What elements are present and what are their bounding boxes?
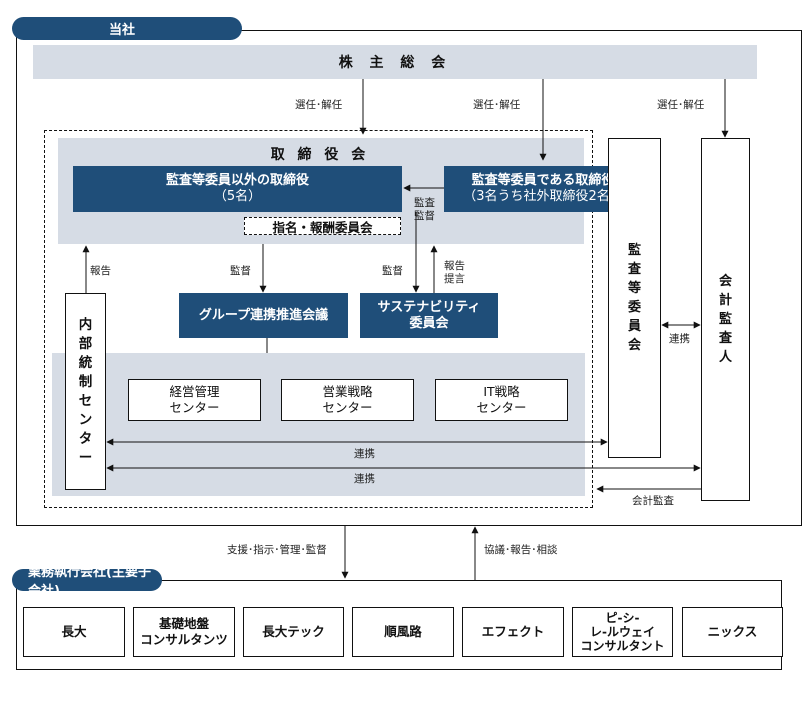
- subsidiary-name: 長大: [61, 624, 87, 639]
- subsidiary-kiso-jiban[interactable]: 基礎地盤 コンサルタンツ: [133, 607, 235, 657]
- internal-control-char: ー: [78, 449, 93, 466]
- subsidiary-pc-railway[interactable]: ピ-シ- レ-ルウェイ コンサルタント: [572, 607, 673, 657]
- audit-directors-line1: 監査等委員である取締役: [471, 173, 615, 188]
- shareholders-meeting: 株 主 総 会: [33, 45, 757, 79]
- it-strategy-center[interactable]: IT戦略 センター: [435, 379, 568, 421]
- group-council-label: グループ連携推進会議: [198, 307, 329, 323]
- subsidiary-chodai[interactable]: 長大: [23, 607, 125, 657]
- internal-control-char: 制: [78, 373, 93, 390]
- sustainability-line2: 委員会: [409, 315, 449, 331]
- accounting-auditor-char: 人: [718, 350, 732, 365]
- accounting-auditor-char: 計: [718, 293, 732, 308]
- internal-control-char: 統: [78, 354, 93, 371]
- audit-committee-char: 委: [627, 300, 641, 315]
- center-line1: 営業戦略: [322, 384, 373, 399]
- nomination-committee[interactable]: 指名・報酬委員会: [244, 217, 401, 235]
- sales-strategy-center[interactable]: 営業戦略 センター: [281, 379, 414, 421]
- label-consult-report: 協議･報告･相談: [484, 544, 558, 556]
- accounting-auditor-char: 査: [718, 331, 732, 346]
- center-line1: 経営管理: [169, 384, 220, 399]
- subsidiary-name: ピ-シ-: [605, 611, 640, 625]
- label-cooperation-2: 連携: [354, 473, 375, 485]
- subsidiary-name: ニックス: [707, 624, 758, 639]
- subsidiary-junpuro[interactable]: 順風路: [352, 607, 454, 657]
- subsidiary-name: 順風路: [384, 624, 422, 639]
- audit-committee-char: 査: [627, 262, 641, 277]
- audit-committee-char: 会: [627, 338, 641, 353]
- label-supervise-sust: 監督: [382, 265, 403, 277]
- non-audit-directors[interactable]: 監査等委員以外の取締役 （5名）: [73, 166, 402, 212]
- governance-boundary: [44, 130, 593, 508]
- audit-committee-char: 員: [627, 319, 641, 334]
- subsidiary-name: エフェクト: [481, 624, 545, 639]
- label-supervise-group: 監督: [230, 265, 251, 277]
- label-supervise: 監督: [414, 210, 435, 222]
- shareholders-meeting-title: 株 主 総 会: [338, 55, 452, 71]
- label-elect-dismiss-3: 選任･解任: [657, 99, 705, 111]
- center-line2: センター: [169, 400, 220, 415]
- board-title: 取 締 役 会: [270, 147, 370, 163]
- label-audit: 監査: [414, 197, 435, 209]
- internal-control-char: タ: [78, 430, 93, 447]
- internal-control-center[interactable]: 内 部 統 制 セ ン タ ー: [65, 293, 106, 490]
- label-cooperation-1: 連携: [354, 448, 375, 460]
- subsidiary-effect[interactable]: エフェクト: [462, 607, 564, 657]
- internal-control-char: セ: [78, 392, 93, 409]
- company-label: 当社: [12, 17, 242, 40]
- non-audit-directors-line2: （5名）: [213, 189, 262, 204]
- label-report: 報告: [444, 260, 465, 272]
- center-line2: センター: [322, 400, 373, 415]
- accounting-auditor[interactable]: 会 計 監 査 人: [701, 138, 750, 501]
- centers-panel: [52, 353, 585, 496]
- accounting-auditor-char: 監: [718, 312, 732, 327]
- internal-control-char: 部: [78, 335, 93, 352]
- label-accounting-audit: 会計監査: [632, 495, 674, 507]
- company-frame: [16, 30, 802, 526]
- accounting-auditor-char: 会: [718, 274, 732, 289]
- subsidiaries-label-text: 業務執行会社(主要子会社): [28, 565, 151, 599]
- center-line2: センター: [476, 400, 527, 415]
- subsidiary-nix[interactable]: ニックス: [682, 607, 783, 657]
- subsidiary-name: 長大テック: [262, 624, 325, 639]
- subsidiary-name: 基礎地盤: [158, 616, 209, 631]
- audit-committee[interactable]: 監 査 等 委 員 会: [608, 138, 661, 458]
- center-line1: IT戦略: [483, 384, 520, 399]
- label-report-left: 報告: [90, 265, 111, 277]
- label-propose: 提言: [444, 273, 465, 285]
- company-label-text: 当社: [108, 23, 135, 38]
- audit-directors-line2: （3名うち社外取締役2名）: [463, 189, 623, 204]
- management-center[interactable]: 経営管理 センター: [128, 379, 261, 421]
- subsidiary-chodai-tech[interactable]: 長大テック: [243, 607, 344, 657]
- internal-control-char: ン: [78, 411, 93, 428]
- non-audit-directors-line1: 監査等委員以外の取締役: [165, 173, 309, 188]
- label-elect-dismiss-2: 選任･解任: [473, 99, 521, 111]
- audit-committee-char: 等: [627, 281, 641, 296]
- subsidiary-name: レ-ルウェイ: [590, 625, 655, 639]
- label-support-direct: 支援･指示･管理･監督: [227, 544, 327, 556]
- sustainability-line1: サステナビリティ: [377, 299, 481, 315]
- label-auditors-cooperation: 連携: [669, 333, 690, 345]
- subsidiary-name: コンサルタント: [580, 639, 665, 653]
- group-council[interactable]: グループ連携推進会議: [179, 293, 348, 338]
- nomination-committee-label: 指名・報酬委員会: [272, 219, 373, 235]
- audit-committee-char: 監: [627, 243, 641, 258]
- subsidiaries-label: 業務執行会社(主要子会社): [12, 565, 162, 599]
- internal-control-char: 内: [78, 316, 93, 333]
- label-elect-dismiss-1: 選任･解任: [295, 99, 343, 111]
- subsidiary-name: コンサルタンツ: [140, 632, 228, 647]
- sustainability-committee[interactable]: サステナビリティ 委員会: [360, 293, 498, 338]
